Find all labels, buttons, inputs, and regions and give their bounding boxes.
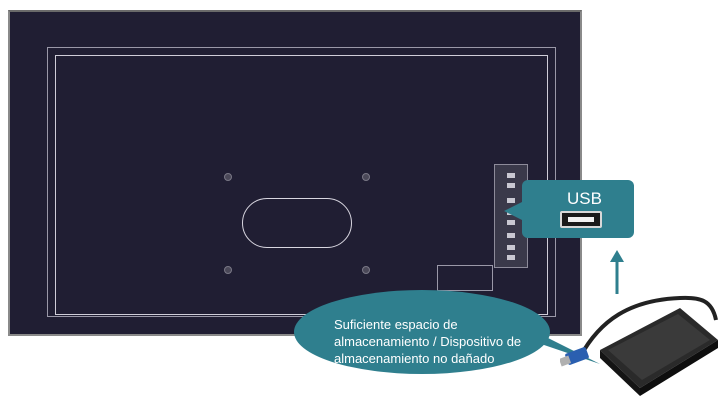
port-icon (507, 198, 515, 203)
usb-port-icon (560, 211, 602, 228)
label-box (437, 265, 493, 291)
port-icon (507, 233, 515, 238)
port-icon (507, 220, 515, 225)
usb-callout: USB (522, 180, 634, 238)
stand-mount-slot (242, 198, 352, 248)
usb-hard-drive-icon (560, 295, 718, 396)
bubble-text: Suficiente espacio de almacenamiento / D… (334, 317, 522, 366)
port-icon (507, 255, 515, 260)
port-icon (507, 173, 515, 178)
storage-requirement-bubble: Suficiente espacio de almacenamiento / D… (294, 290, 550, 374)
screw-icon (224, 173, 232, 181)
screw-icon (362, 266, 370, 274)
screw-icon (362, 173, 370, 181)
port-icon (507, 183, 515, 188)
arrow-up-icon (610, 250, 624, 294)
tv-back-panel (8, 10, 582, 336)
callout-pointer-icon (504, 200, 526, 222)
port-icon (507, 245, 515, 250)
screw-icon (224, 266, 232, 274)
usb-label: USB (567, 189, 602, 208)
